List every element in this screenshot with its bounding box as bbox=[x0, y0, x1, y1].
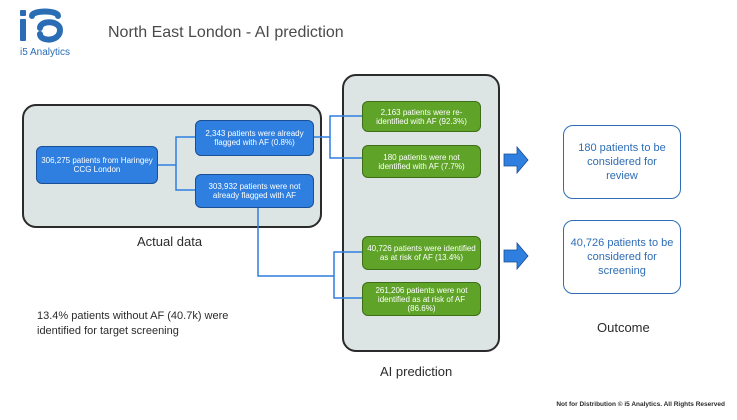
screening-outcome-box: 40,726 patients to be considered for scr… bbox=[563, 220, 681, 294]
already-flagged-box: 2,343 patients were already flagged with… bbox=[195, 120, 314, 156]
brand-name: i5 Analytics bbox=[20, 47, 71, 58]
copyright-footer: Not for Distribution © i5 Analytics. All… bbox=[556, 401, 725, 408]
arrow-to-review-icon bbox=[503, 145, 529, 175]
reidentified-box: 2,163 patients were re-identified with A… bbox=[362, 101, 481, 132]
source-patients-box: 306,275 patients from Haringey CCG Londo… bbox=[36, 146, 158, 184]
not-flagged-box: 303,932 patients were not already flagge… bbox=[195, 174, 314, 208]
screening-note: 13.4% patients without AF (40.7k) were i… bbox=[37, 310, 229, 337]
at-risk-box: 40,726 patients were identified as at ri… bbox=[362, 236, 481, 270]
i5-logo-icon bbox=[20, 8, 64, 43]
not-at-risk-box: 261,206 patients were not identified as … bbox=[362, 282, 481, 316]
page-title: North East London - AI prediction bbox=[108, 24, 344, 41]
ai-prediction-label: AI prediction bbox=[380, 364, 453, 379]
review-outcome-box: 180 patients to be considered for review bbox=[563, 125, 681, 199]
outcome-label: Outcome bbox=[597, 320, 650, 335]
actual-data-label: Actual data bbox=[137, 234, 203, 249]
not-identified-af-box: 180 patients were not identified with AF… bbox=[362, 145, 481, 178]
arrow-to-screening-icon bbox=[503, 241, 529, 271]
